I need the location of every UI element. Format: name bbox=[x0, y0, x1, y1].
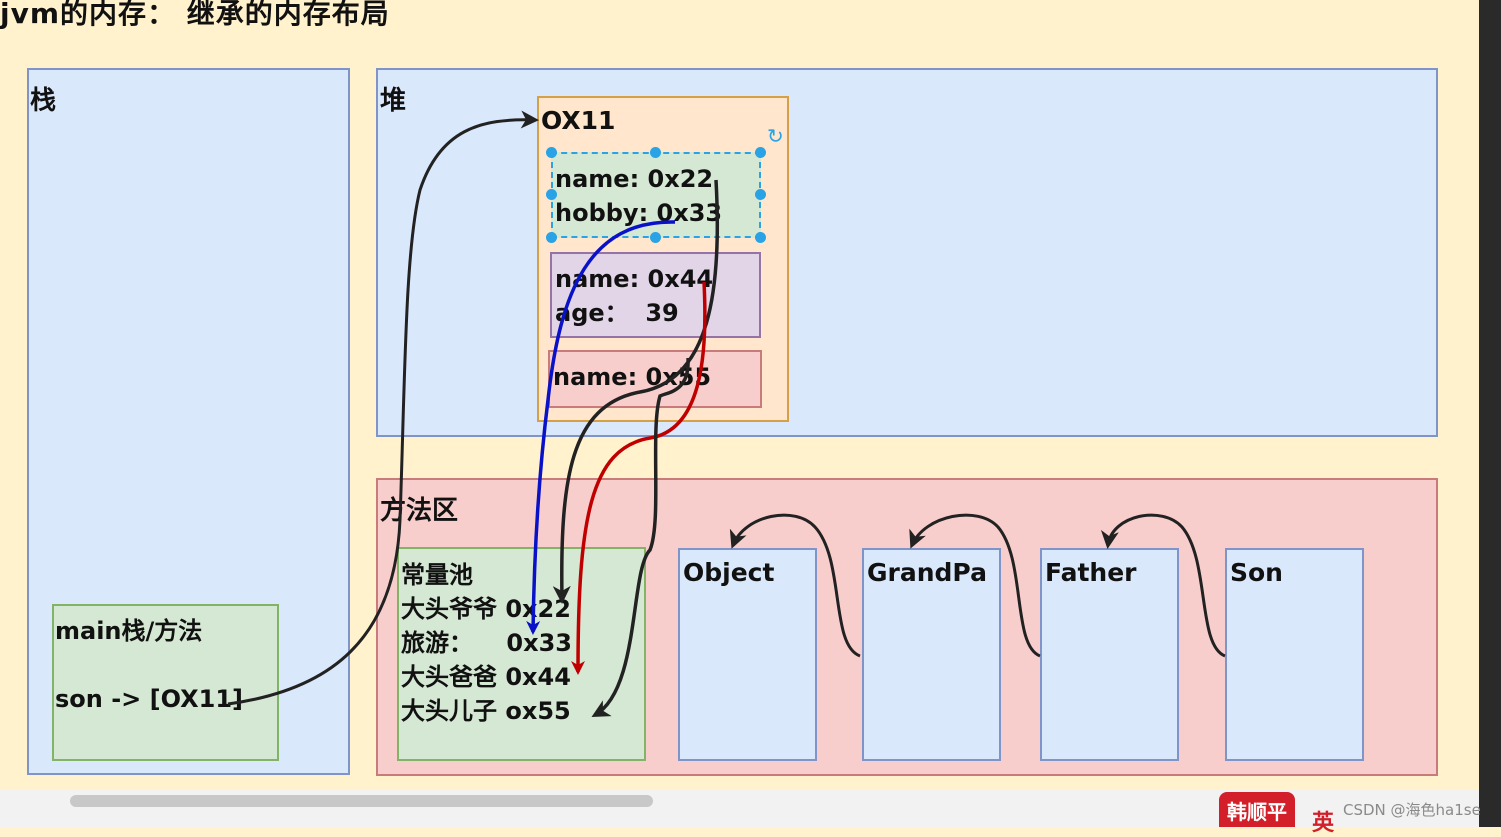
arrow-grandpa-name bbox=[552, 179, 720, 604]
class-object[interactable]: Object bbox=[678, 548, 817, 761]
class-grandpa-label: GrandPa bbox=[867, 558, 987, 587]
arrow-son-name bbox=[591, 357, 690, 717]
selection-handle[interactable] bbox=[546, 189, 557, 200]
class-object-label: Object bbox=[683, 558, 775, 587]
constant-pool-title: 常量池 bbox=[401, 561, 473, 589]
main-frame-var: son -> [OX11] bbox=[55, 685, 244, 713]
class-father[interactable]: Father bbox=[1040, 548, 1179, 761]
son-fields[interactable] bbox=[548, 350, 762, 408]
arrow-hobby bbox=[526, 220, 676, 635]
class-grandpa[interactable]: GrandPa bbox=[862, 548, 1001, 761]
arrow-father-to-grandpa bbox=[909, 513, 1041, 658]
selection-handle[interactable] bbox=[755, 189, 766, 200]
class-father-label: Father bbox=[1045, 558, 1137, 587]
selection-handle[interactable] bbox=[755, 232, 766, 243]
selection-handle[interactable] bbox=[650, 147, 661, 158]
stack-label: 栈 bbox=[30, 86, 57, 116]
class-son-label: Son bbox=[1230, 558, 1283, 587]
object-address: OX11 bbox=[541, 106, 616, 135]
method-area-label: 方法区 bbox=[380, 496, 459, 526]
constant-entry: 大头儿子 ox55 bbox=[401, 697, 571, 725]
constant-pool[interactable] bbox=[397, 547, 646, 761]
heap-label: 堆 bbox=[380, 86, 407, 116]
father-name-field: name: 0x44 bbox=[555, 265, 714, 293]
right-edge-bar bbox=[1479, 0, 1501, 827]
arrow-father-name bbox=[571, 281, 707, 675]
selection-handle[interactable] bbox=[650, 232, 661, 243]
arrow-son-ref bbox=[227, 110, 539, 706]
selection-handle[interactable] bbox=[546, 232, 557, 243]
page-title: jvm的内存： 继承的内存布局 bbox=[0, 0, 390, 30]
rotate-icon[interactable]: ↻ bbox=[767, 124, 784, 148]
main-frame-label: main栈/方法 bbox=[55, 617, 203, 645]
selection-handle[interactable] bbox=[546, 147, 557, 158]
author-badge: 韩顺平 bbox=[1219, 792, 1295, 827]
arrow-grandpa-to-object bbox=[729, 513, 861, 658]
main-frame[interactable] bbox=[52, 604, 279, 761]
ime-indicator: 英 bbox=[1312, 811, 1335, 836]
selection-handle[interactable] bbox=[755, 147, 766, 158]
constant-entry: 大头爸爸 0x44 bbox=[401, 663, 571, 691]
class-son[interactable]: Son bbox=[1225, 548, 1364, 761]
grandpa-name-field: name: 0x22 bbox=[555, 165, 714, 193]
horizontal-scrollbar[interactable] bbox=[70, 795, 653, 807]
arrow-son-to-father bbox=[1100, 513, 1226, 658]
watermark: CSDN @海色ha1se bbox=[1343, 801, 1481, 819]
